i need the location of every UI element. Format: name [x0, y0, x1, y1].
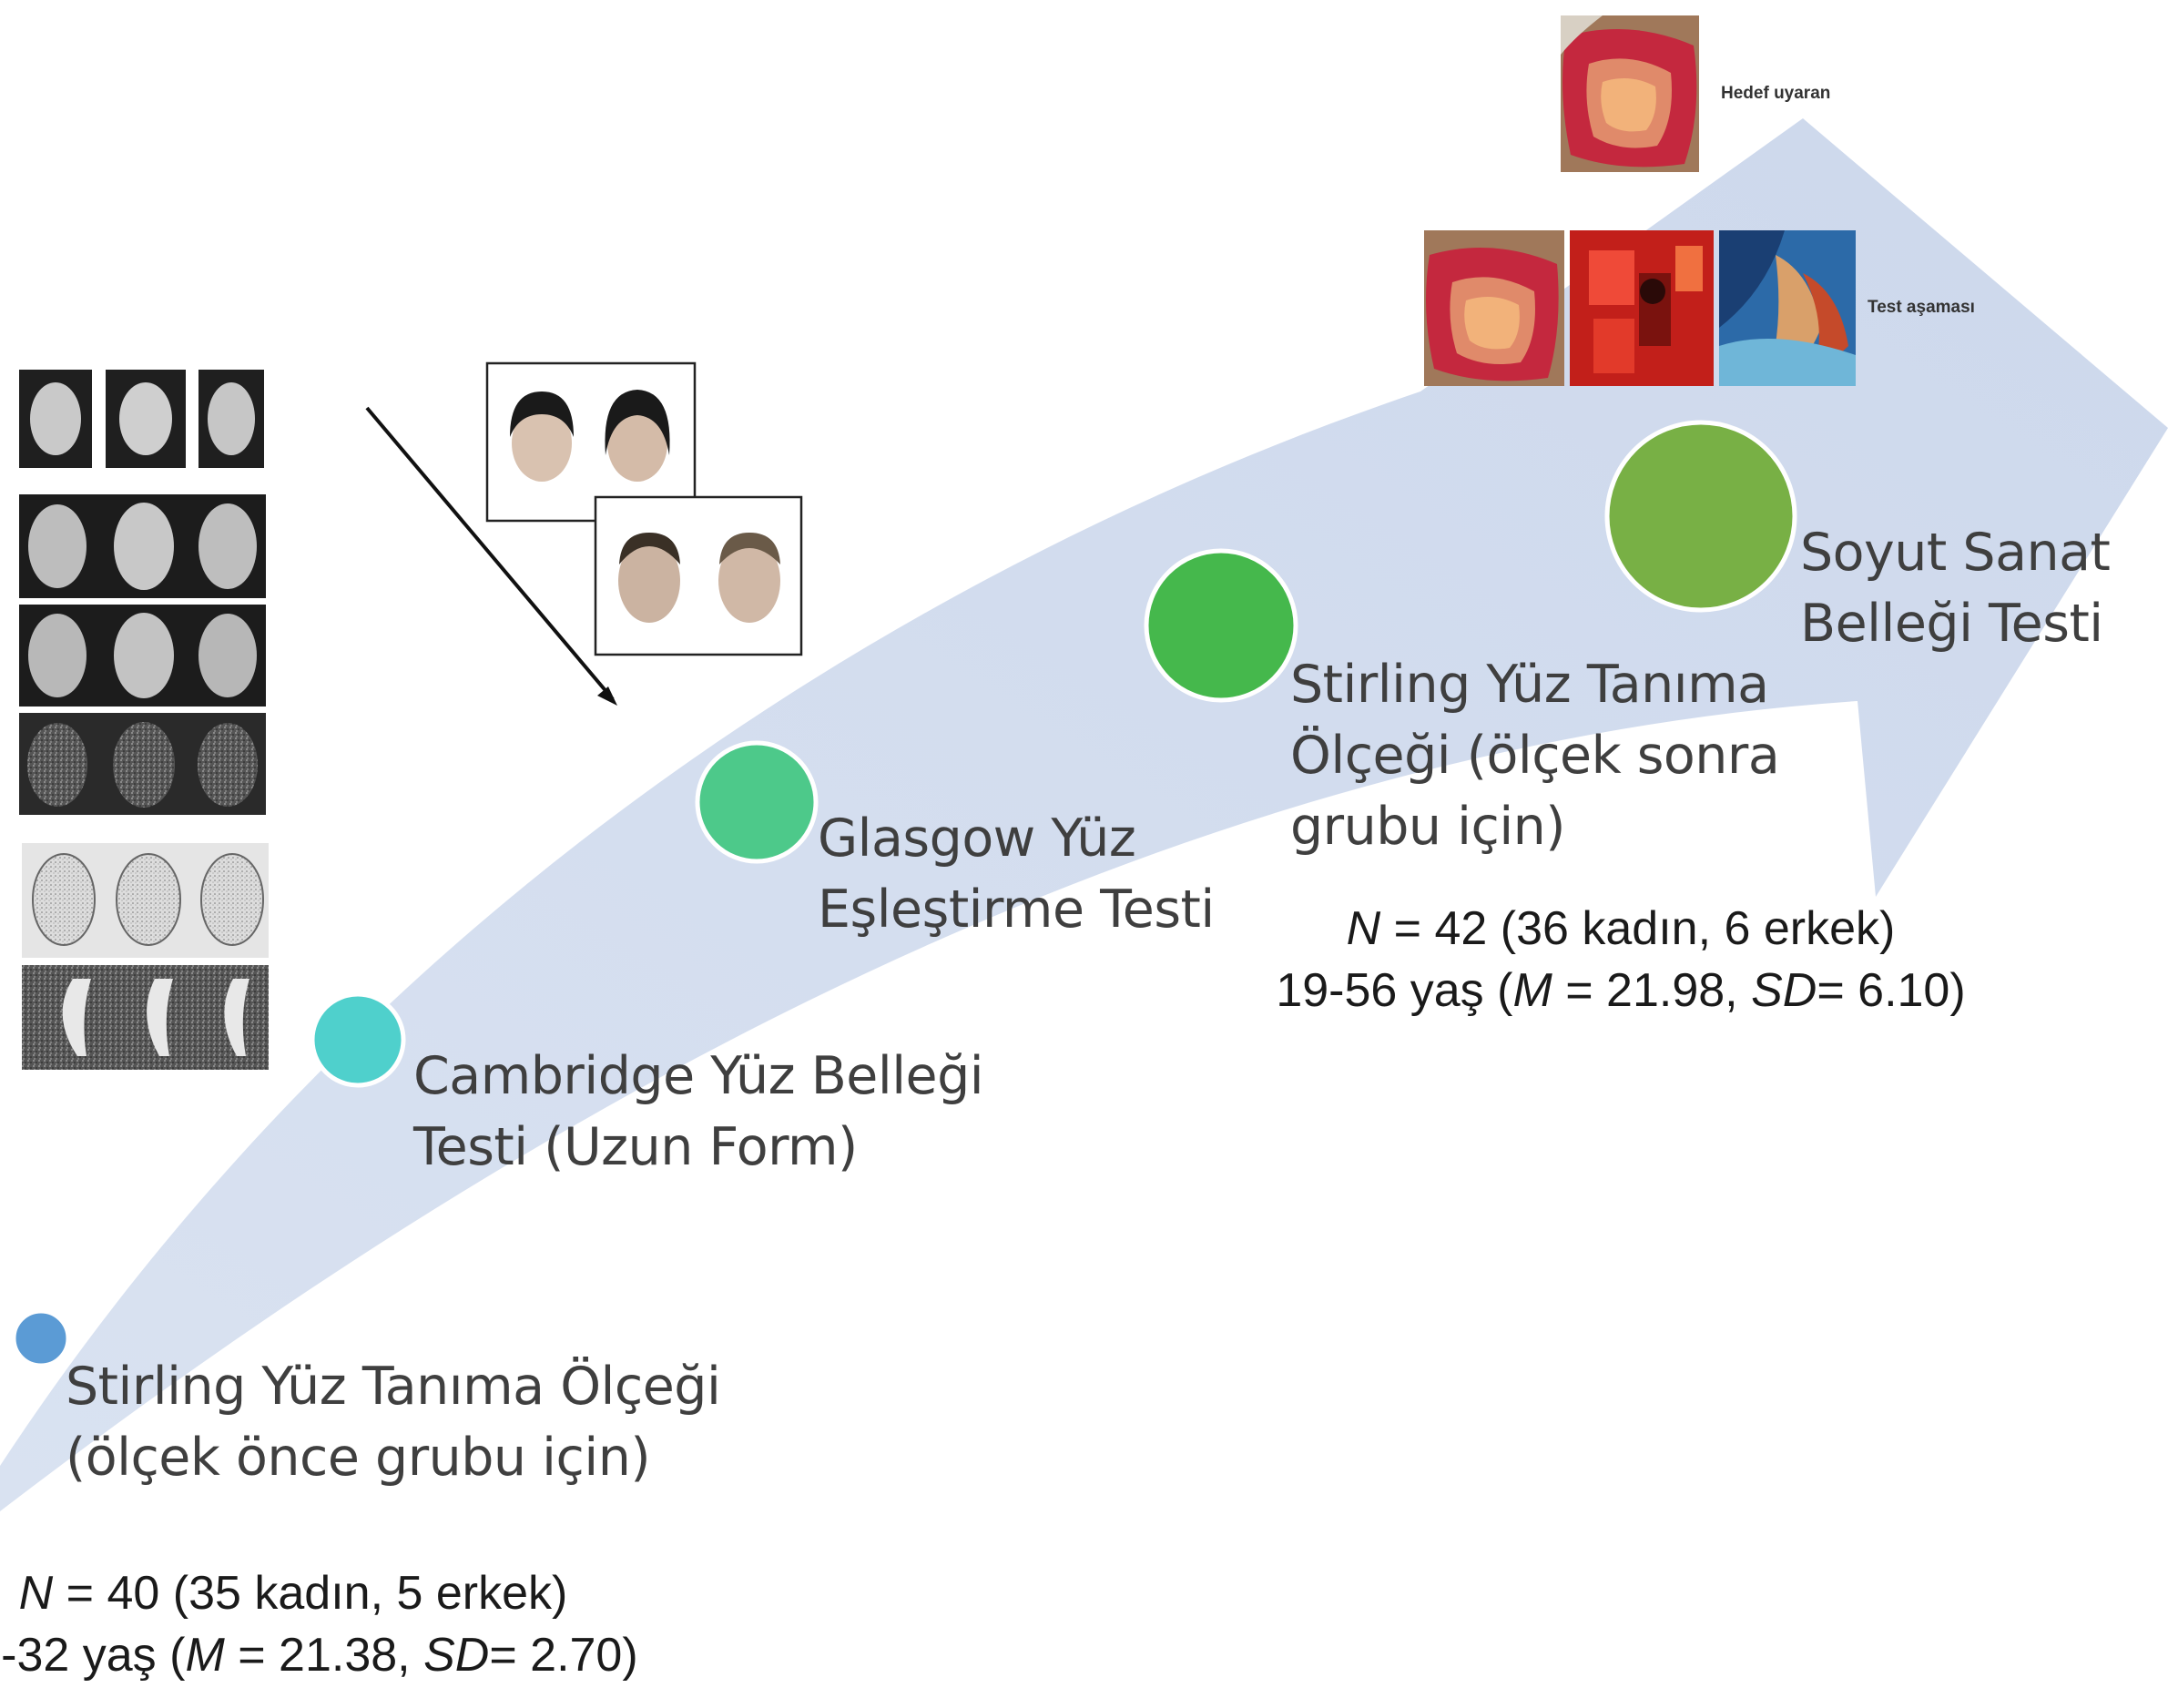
step-5-line-2: Belleği Testi — [1800, 594, 2103, 654]
n-value: = 42 (36 kadın, 6 erkek) — [1380, 902, 1896, 955]
group-after-n-line: N = 42 (36 kadın, 6 erkek) — [1266, 898, 1976, 960]
step-label-2: Cambridge Yüz Belleği Testi (Uzun Form) — [413, 1041, 984, 1183]
m-value: = 21.38, — [224, 1629, 424, 1682]
step-5-line-1: Soyut Sanat — [1800, 523, 2111, 583]
step-3-line-1: Glasgow Yüz — [818, 808, 1136, 869]
step-circle-1 — [11, 1308, 71, 1368]
n-symbol: N — [1346, 902, 1381, 955]
art-test-label: Test aşaması — [1868, 298, 1975, 317]
n-symbol: N — [18, 1567, 54, 1620]
group-before-n-line: N = 40 (35 kadın, 5 erkek) — [0, 1562, 648, 1624]
step-circle-2 — [310, 991, 406, 1088]
step-circle-5 — [1604, 420, 1797, 613]
age-range: 19-56 yaş ( — [1276, 964, 1513, 1017]
group-after-stats: N = 42 (36 kadın, 6 erkek) 19-56 yaş (M … — [1266, 898, 1976, 1022]
step-1-line-2: (ölçek önce grubu için) — [66, 1428, 651, 1488]
step-circle-4 — [1144, 548, 1298, 703]
group-before-stats: N = 40 (35 kadın, 5 erkek) 19-32 yaş (M … — [0, 1562, 648, 1686]
step-4-line-1: Stirling Yüz Tanıma — [1290, 655, 1769, 715]
m-symbol: M — [185, 1629, 225, 1682]
step-3-line-2: Eşleştirme Testi — [818, 879, 1215, 940]
face-row-2 — [19, 494, 266, 598]
step-label-3: Glasgow Yüz Eşleştirme Testi — [818, 803, 1215, 945]
face-row-1 — [19, 370, 264, 468]
step-1-line-1: Stirling Yüz Tanıma Ölçeği — [66, 1357, 721, 1417]
sd-value: = 6.10) — [1817, 964, 1966, 1017]
group-after-age-line: 19-56 yaş (M = 21.98, SD= 6.10) — [1266, 960, 1976, 1022]
face-stimuli-panel — [19, 370, 269, 1070]
n-value: = 40 (35 kadın, 5 erkek) — [53, 1567, 568, 1620]
m-value: = 21.98, — [1552, 964, 1752, 1017]
sd-value: = 2.70) — [489, 1629, 638, 1682]
face-row-4-noise — [19, 713, 266, 815]
sd-symbol: SD — [423, 1629, 490, 1682]
pointer-arrow-line — [365, 406, 615, 701]
m-symbol: M — [1512, 964, 1552, 1017]
art-target-stimulus — [1561, 15, 1699, 172]
face-row-6-profiles — [22, 965, 269, 1070]
step-2-line-1: Cambridge Yüz Belleği — [413, 1046, 984, 1106]
glasgow-face-pairs — [485, 361, 803, 656]
age-range: 19-32 yaş ( — [0, 1629, 186, 1682]
pointer-arrowhead — [597, 686, 617, 706]
step-2-line-2: Testi (Uzun Form) — [413, 1117, 858, 1177]
art-test-stimuli — [1424, 230, 1856, 386]
step-label-5: Soyut Sanat Belleği Testi — [1800, 517, 2111, 659]
step-4-line-3: grubu için) — [1290, 797, 1566, 857]
sd-symbol: SD — [1751, 964, 1817, 1017]
step-label-4: Stirling Yüz Tanıma Ölçeği (ölçek sonra … — [1290, 649, 1780, 862]
step-4-line-2: Ölçeği (ölçek sonra — [1290, 726, 1780, 786]
art-target-label: Hedef uyaran — [1721, 84, 1831, 103]
face-row-5-noise-light — [22, 843, 269, 958]
face-row-3 — [19, 605, 266, 707]
step-label-1: Stirling Yüz Tanıma Ölçeği (ölçek önce g… — [66, 1351, 721, 1493]
step-circle-3 — [695, 740, 819, 864]
group-before-age-line: 19-32 yaş (M = 21.38, SD= 2.70) — [0, 1624, 648, 1686]
